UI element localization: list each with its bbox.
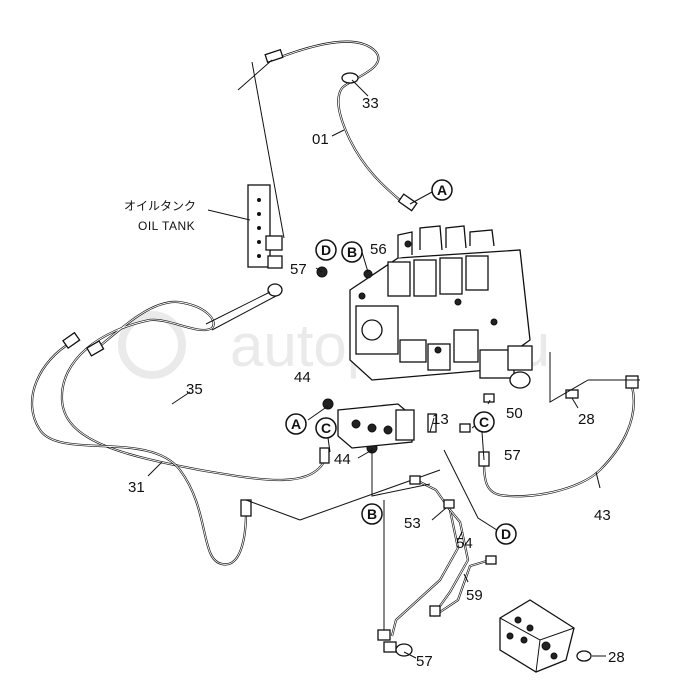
svg-text:C: C xyxy=(479,414,489,430)
hose-31 xyxy=(30,331,252,566)
part-label-35: 35 xyxy=(186,381,203,398)
fittings-57-bottom xyxy=(377,629,413,657)
part-label-44-top: 44 xyxy=(294,369,311,386)
svg-text:B: B xyxy=(367,506,377,522)
marker-b-top: B xyxy=(341,241,363,263)
marker-a-left: A xyxy=(285,413,307,435)
fitting-56 xyxy=(363,269,373,279)
svg-text:A: A xyxy=(291,416,301,432)
oil-tank-label-jp: オイルタンク xyxy=(124,199,196,213)
fitting-50 xyxy=(483,393,495,403)
marker-d-bottom: D xyxy=(495,523,517,545)
part-label-43: 43 xyxy=(594,507,611,524)
marker-c-left: C xyxy=(315,417,337,439)
svg-text:A: A xyxy=(437,182,447,198)
hose-43 xyxy=(478,375,639,498)
part-label-57-mid: 57 xyxy=(504,447,521,464)
svg-text:D: D xyxy=(501,526,511,542)
oil-tank-label-en: OIL TANK xyxy=(138,219,195,233)
hose-fitting xyxy=(397,193,418,212)
relief-valve-block xyxy=(499,599,575,673)
oil-tank-plate xyxy=(247,184,283,297)
part-label-57-bottom: 57 xyxy=(416,653,433,670)
part-label-33: 33 xyxy=(362,95,379,112)
leader-line xyxy=(549,352,589,403)
hose-35 xyxy=(60,300,330,482)
part-label-01: 01 xyxy=(312,131,329,148)
marker-b-bottom: B xyxy=(361,503,383,525)
part-label-28-bottom: 28 xyxy=(608,649,625,666)
part-label-44-mid: 44 xyxy=(334,451,351,468)
part-label-54: 54 xyxy=(456,535,473,552)
leader-line xyxy=(371,448,431,497)
marker-c-right: C xyxy=(473,411,495,433)
part-label-50: 50 xyxy=(506,405,523,422)
part-label-31: 31 xyxy=(128,479,145,496)
part-label-28-top: 28 xyxy=(578,411,595,428)
leader-line xyxy=(443,449,501,533)
fitting-13 xyxy=(427,413,437,433)
leader-line xyxy=(207,209,251,221)
leader-lines xyxy=(147,79,601,659)
marker-d-top: D xyxy=(315,239,337,261)
leader-line xyxy=(237,59,273,91)
fitting-44 xyxy=(322,398,334,410)
svg-text:B: B xyxy=(347,244,357,260)
fitting-28 xyxy=(576,650,592,662)
leader-line xyxy=(251,61,285,239)
hose-fitting xyxy=(264,48,284,64)
hose-01 xyxy=(264,40,418,212)
control-valve xyxy=(349,225,533,389)
manifold-block xyxy=(337,403,415,449)
part-label-57-top: 57 xyxy=(290,261,307,278)
svg-text:C: C xyxy=(321,420,331,436)
leader-line xyxy=(245,499,301,521)
marker-a-top: A xyxy=(431,179,453,201)
svg-text:D: D xyxy=(321,242,331,258)
clamp xyxy=(341,72,359,84)
part-label-13: 13 xyxy=(432,411,449,428)
pilot-tubes xyxy=(390,475,497,637)
connector-lines xyxy=(205,291,277,331)
part-label-56: 56 xyxy=(370,241,387,258)
part-label-59: 59 xyxy=(466,587,483,604)
fitting-57 xyxy=(459,423,471,433)
part-label-53: 53 xyxy=(404,515,421,532)
